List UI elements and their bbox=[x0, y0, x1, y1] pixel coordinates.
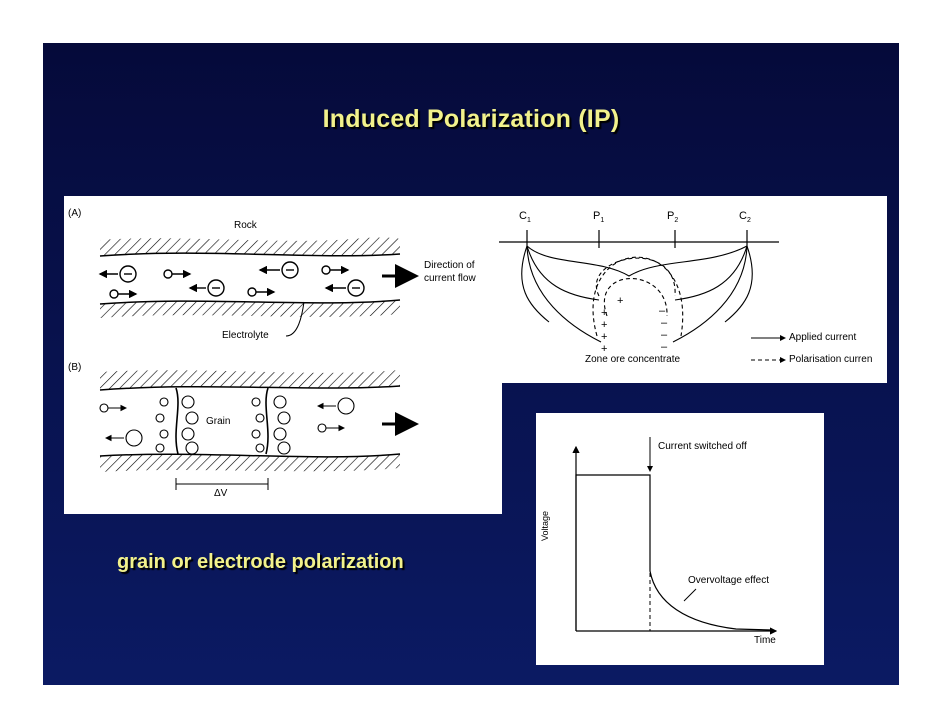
rock-top-band-b bbox=[100, 370, 400, 390]
svg-text:–: – bbox=[661, 341, 668, 353]
voltage-curve bbox=[575, 474, 773, 631]
grain-body bbox=[175, 387, 269, 455]
svg-text:–: – bbox=[661, 329, 668, 341]
zone-label: Zone ore concentrate bbox=[585, 354, 681, 365]
voltage-decay-diagram: Current switched off Voltage Overvoltage… bbox=[536, 413, 824, 665]
voltage-decay-drawing bbox=[572, 437, 778, 635]
charges: ++++ +–––– bbox=[601, 295, 668, 355]
svg-text:–: – bbox=[661, 317, 668, 329]
slide-caption: grain or electrode polarization bbox=[117, 551, 404, 573]
p2-letter: P bbox=[667, 210, 675, 222]
rock-top-band-a bbox=[100, 237, 405, 256]
overvoltage-leader bbox=[683, 588, 697, 602]
electrode-array-diagram: ++++ +–––– C1 P1 P2 C2 Zone ore concentr… bbox=[489, 196, 887, 383]
svg-text:+: + bbox=[601, 307, 607, 319]
grain-charges bbox=[99, 395, 355, 455]
p2-subscript: 2 bbox=[674, 217, 679, 225]
applied-current-lines bbox=[521, 245, 753, 343]
voltage-axis-label: Voltage bbox=[540, 510, 550, 541]
grain-polarization-diagram: (A) (B) Rock Direction of current flow E… bbox=[64, 196, 502, 514]
electrolyte-label: Electrolyte bbox=[222, 330, 269, 341]
applied-current-label: Applied current bbox=[789, 332, 857, 343]
label-b: (B) bbox=[68, 362, 82, 373]
c1-letter: C bbox=[519, 210, 527, 222]
time-axis-label: Time bbox=[754, 635, 776, 646]
p1-subscript: 1 bbox=[600, 217, 605, 225]
grain-polarization-drawing bbox=[98, 237, 419, 490]
polarisation-current-label: Polarisation curren bbox=[789, 354, 873, 365]
svg-text:+: + bbox=[601, 343, 607, 355]
c2-label: C2 bbox=[739, 210, 751, 224]
rock-bottom-band-a bbox=[100, 300, 400, 318]
polarisation-current-lines bbox=[592, 256, 684, 337]
p1-label: P1 bbox=[593, 210, 604, 224]
slide-title: Induced Polarization (IP) bbox=[322, 105, 620, 133]
c2-letter: C bbox=[739, 210, 747, 222]
overvoltage-label: Overvoltage effect bbox=[688, 575, 769, 586]
switched-off-label: Current switched off bbox=[658, 441, 747, 452]
svg-text:+: + bbox=[601, 319, 607, 331]
p1-letter: P bbox=[593, 210, 601, 222]
grain-label: Grain bbox=[206, 416, 231, 427]
svg-text:+: + bbox=[617, 295, 623, 307]
electrodes bbox=[526, 230, 748, 248]
rock-label: Rock bbox=[234, 220, 257, 231]
direction-label-line2: current flow bbox=[424, 273, 476, 284]
label-a: (A) bbox=[68, 208, 82, 219]
c1-subscript: 1 bbox=[526, 217, 531, 225]
c1-label: C1 bbox=[519, 210, 531, 224]
delta-v-label: ΔV bbox=[214, 488, 228, 499]
svg-text:–: – bbox=[659, 305, 666, 317]
svg-text:+: + bbox=[601, 331, 607, 343]
electrode-array-drawing: ++++ +–––– bbox=[499, 230, 786, 363]
p2-label: P2 bbox=[667, 210, 678, 224]
c2-subscript: 2 bbox=[746, 217, 751, 225]
direction-label-line1: Direction of bbox=[424, 260, 475, 271]
rock-bottom-band-b bbox=[100, 454, 400, 472]
ions-a bbox=[98, 261, 365, 299]
